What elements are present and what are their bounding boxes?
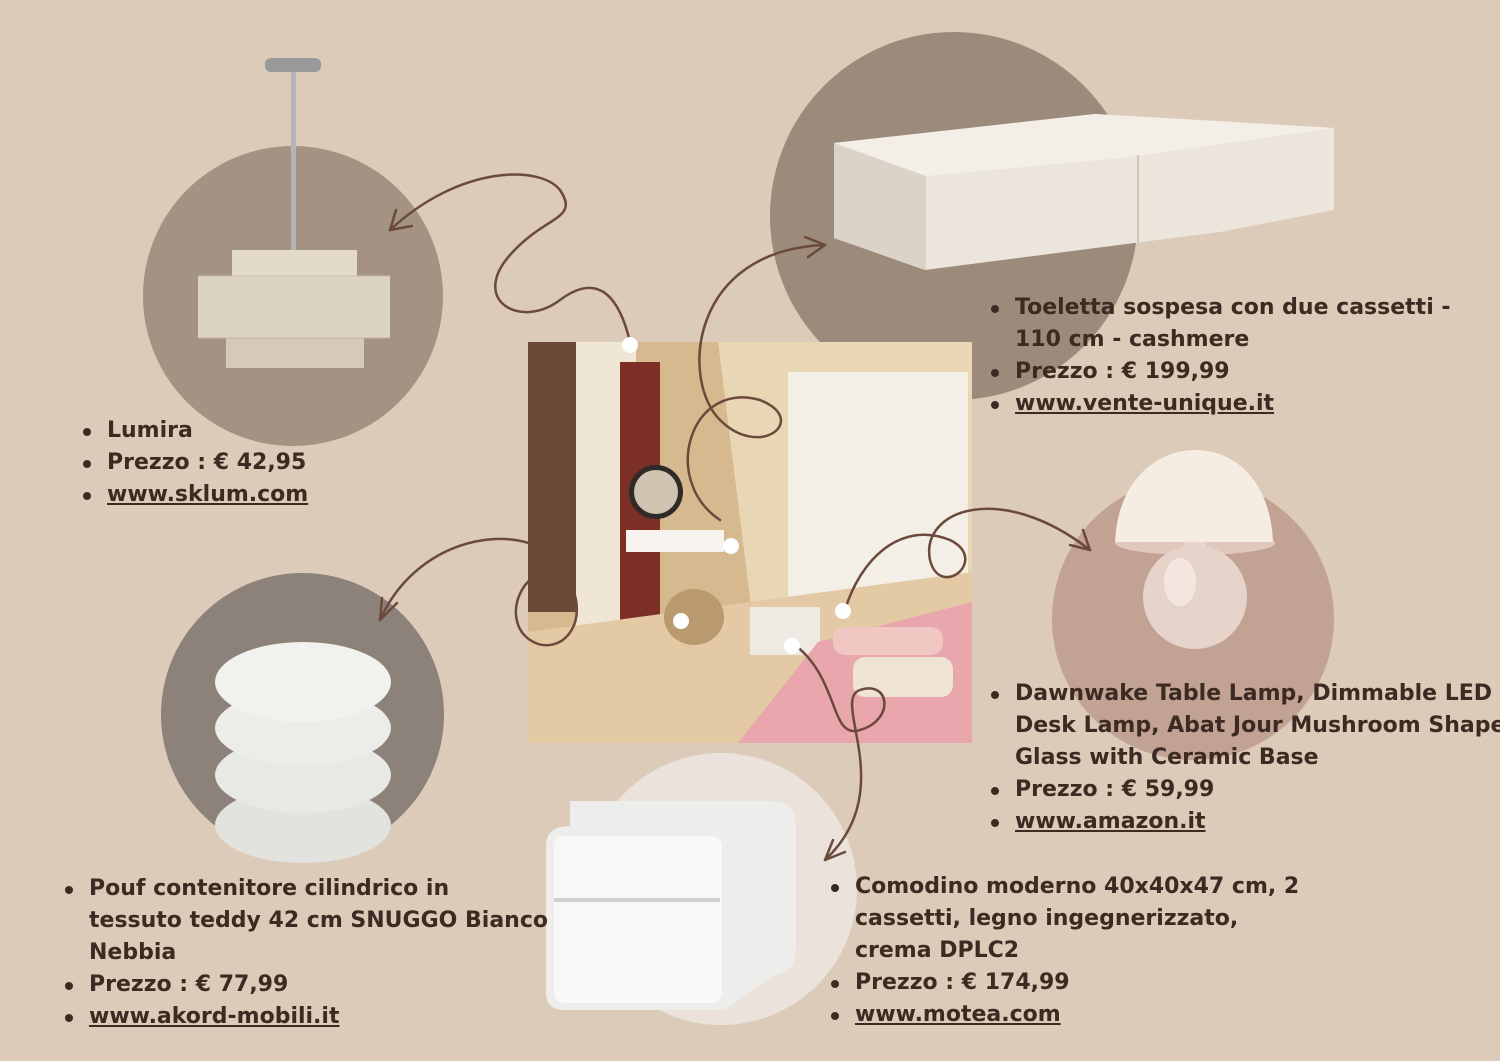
bedroom-photo	[528, 342, 972, 743]
lamp-price: Prezzo : € 42,95	[83, 447, 437, 479]
pouf-icon	[215, 642, 391, 863]
table-lamp-info: Dawnwake Table Lamp, Dimmable LED Desk L…	[983, 678, 1500, 838]
pouf-price: Prezzo : € 77,99	[65, 969, 549, 1001]
table-lamp-link[interactable]: www.amazon.it	[991, 806, 1500, 838]
table-lamp-price: Prezzo : € 59,99	[991, 774, 1500, 806]
vanity-price: Prezzo : € 199,99	[991, 356, 1495, 388]
table-lamp-name: Dawnwake Table Lamp, Dimmable LED Desk L…	[991, 678, 1500, 774]
mushroom-lamp-icon	[1115, 450, 1275, 649]
lamp-info: Lumira Prezzo : € 42,95 www.sklum.com	[75, 415, 437, 511]
lamp-name: Lumira	[83, 415, 437, 447]
nightstand-info: Comodino moderno 40x40x47 cm, 2 cassetti…	[823, 871, 1300, 1031]
pouf-link[interactable]: www.akord-mobili.it	[65, 1001, 549, 1033]
pouf-info: Pouf contenitore cilindrico in tessuto t…	[57, 873, 549, 1033]
vanity-info: Toeletta sospesa con due cassetti - 110 …	[983, 292, 1495, 420]
lamp-link[interactable]: www.sklum.com	[83, 479, 437, 511]
vanity-name: Toeletta sospesa con due cassetti - 110 …	[991, 292, 1495, 356]
pendant-lamp-icon	[198, 58, 390, 368]
pouf-name: Pouf contenitore cilindrico in tessuto t…	[65, 873, 549, 969]
wall-vanity-icon	[834, 114, 1334, 270]
nightstand-price: Prezzo : € 174,99	[831, 967, 1300, 999]
vanity-link[interactable]: www.vente-unique.it	[991, 388, 1495, 420]
nightstand-name: Comodino moderno 40x40x47 cm, 2 cassetti…	[831, 871, 1300, 967]
nightstand-link[interactable]: www.motea.com	[831, 999, 1300, 1031]
nightstand-icon	[546, 801, 796, 1010]
